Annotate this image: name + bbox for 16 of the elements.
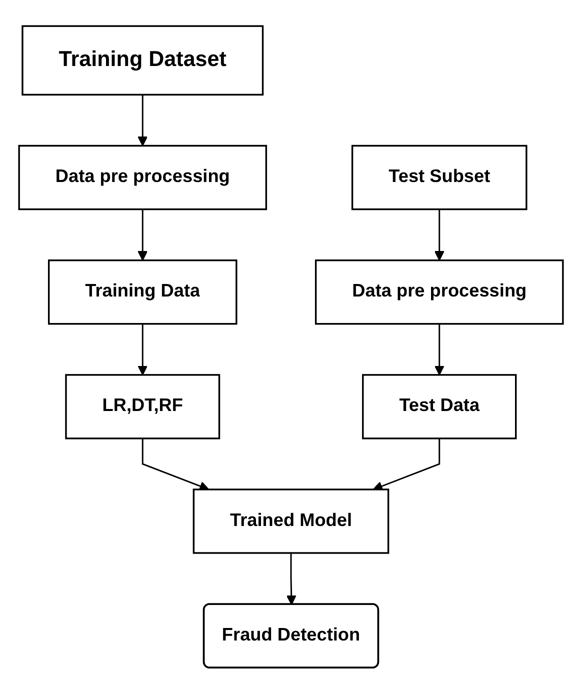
node-box: Training Data — [48, 260, 238, 325]
node-box: Data pre processing — [18, 145, 268, 210]
arrow — [138, 324, 148, 376]
node-box: Training Dataset — [22, 25, 264, 96]
node-box: Test Subset — [351, 145, 528, 210]
node-box: Trained Model — [192, 488, 390, 554]
arrow — [434, 324, 444, 376]
arrow — [286, 553, 296, 606]
arrow — [142, 438, 210, 492]
arrow — [138, 94, 148, 146]
node-box: Test Data — [362, 374, 517, 440]
arrow — [434, 209, 444, 261]
arrow — [372, 438, 440, 492]
arrow — [138, 209, 148, 261]
node-box: Data pre processing — [314, 260, 564, 325]
node-box: LR,DT,RF — [65, 374, 220, 440]
